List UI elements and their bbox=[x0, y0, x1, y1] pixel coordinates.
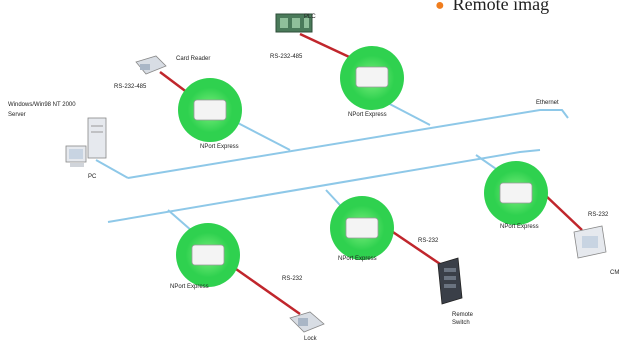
server-icon bbox=[87, 117, 107, 159]
serial-lock bbox=[225, 260, 301, 316]
device-body bbox=[499, 182, 533, 204]
server-label: Server bbox=[8, 112, 26, 118]
remote-switch-label-1: Remote bbox=[452, 312, 474, 318]
device-body bbox=[191, 244, 225, 266]
serial-camera bbox=[543, 193, 583, 231]
rs232-bottom-label: RS-232 bbox=[282, 276, 303, 282]
device-body bbox=[345, 217, 379, 239]
nport-mid bbox=[330, 196, 394, 260]
rs232-485-left-label: RS-232-485 bbox=[114, 84, 147, 90]
rs232-mid-label: RS-232 bbox=[418, 238, 439, 244]
remote-switch-icon bbox=[437, 257, 463, 305]
ethernet-upper-line bbox=[127, 109, 569, 179]
lock-label: Lock bbox=[304, 336, 317, 342]
bullet-dot-icon: ● bbox=[435, 0, 445, 14]
nport-bottom-label: NPort Express bbox=[170, 284, 209, 290]
camera-label: CM bbox=[610, 270, 620, 276]
ethernet-lower-line bbox=[107, 149, 541, 223]
nport-top bbox=[340, 46, 404, 110]
remote-switch-label-2: Switch bbox=[452, 320, 470, 326]
lock-icon bbox=[289, 311, 325, 333]
bullet-text: ● Remote imag bbox=[435, 0, 549, 15]
nport-top-label: NPort Express bbox=[348, 112, 387, 118]
device-body bbox=[193, 99, 227, 121]
bullet-label: Remote imag bbox=[452, 0, 550, 14]
ethernet-drop-left bbox=[235, 121, 291, 151]
nport-left bbox=[178, 78, 242, 142]
plc-label: PLC bbox=[304, 14, 316, 20]
camera-icon bbox=[573, 225, 607, 259]
nport-left-label: NPort Express bbox=[200, 144, 239, 150]
nport-mid-label: NPort Express bbox=[338, 256, 377, 262]
serial-switch bbox=[383, 224, 447, 270]
ethernet-drop-server bbox=[95, 159, 129, 179]
nport-bottom bbox=[176, 223, 240, 287]
nport-right bbox=[484, 161, 548, 225]
device-body bbox=[355, 66, 389, 88]
card-reader-icon bbox=[135, 55, 167, 75]
nport-right-label: NPort Express bbox=[500, 224, 539, 230]
card-reader-label: Card Reader bbox=[176, 56, 211, 62]
windows-server-label: Windows/Win98 NT 2000 bbox=[8, 102, 76, 108]
pc-icon bbox=[65, 145, 87, 167]
plc-icon bbox=[275, 13, 313, 33]
rs232-485-top-label: RS-232-485 bbox=[270, 54, 303, 60]
rs232-right-label: RS-232 bbox=[588, 212, 609, 218]
ethernet-backbone bbox=[95, 99, 569, 239]
ethernet-label: Ethernet bbox=[536, 100, 559, 106]
pc-label: PC bbox=[88, 174, 97, 180]
